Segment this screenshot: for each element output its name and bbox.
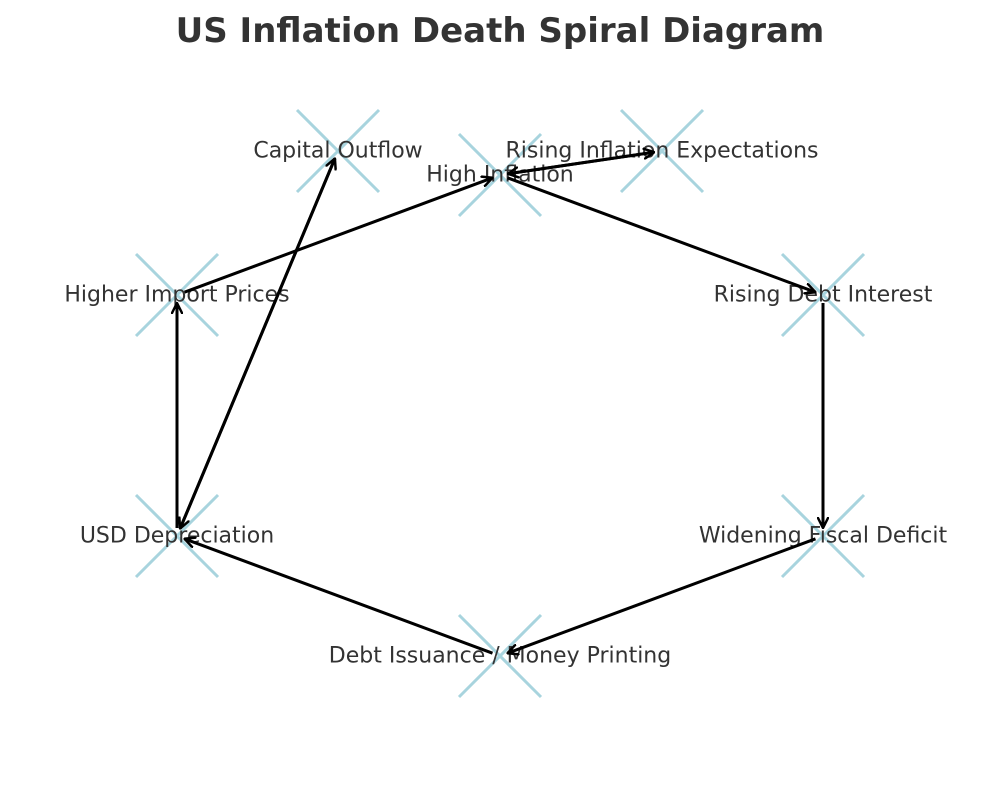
edge-widening-fiscal-deficit-to-debt-issuance-money-printing bbox=[508, 537, 817, 653]
node-marker-higher-import-prices bbox=[134, 252, 220, 338]
edges bbox=[177, 152, 823, 653]
node-marker-capital-outflow bbox=[295, 108, 381, 194]
node-markers bbox=[134, 108, 866, 699]
edge-rising-inflation-expectations-to-high-inflation bbox=[508, 150, 655, 174]
node-label-rising-inflation-expectations: Rising Inflation Expectations bbox=[505, 139, 818, 164]
node-marker-debt-issuance-money-printing bbox=[457, 613, 543, 699]
diagram-title: US Inflation Death Spiral Diagram bbox=[176, 11, 825, 51]
edge-high-inflation-to-rising-debt-interest bbox=[506, 176, 816, 292]
node-marker-rising-debt-interest bbox=[780, 252, 866, 338]
edge-capital-outflow-to-usd-depreciation bbox=[180, 157, 337, 528]
node-marker-usd-depreciation bbox=[134, 493, 220, 579]
node-marker-rising-inflation-expectations bbox=[619, 108, 705, 194]
edge-higher-import-prices-to-high-inflation bbox=[183, 178, 493, 294]
node-label-capital-outflow: Capital Outflow bbox=[253, 139, 422, 164]
node-label-debt-issuance-money-printing: Debt Issuance / Money Printing bbox=[329, 644, 671, 669]
node-marker-widening-fiscal-deficit bbox=[780, 493, 866, 579]
node-marker-high-inflation bbox=[457, 132, 543, 218]
edge-debt-issuance-money-printing-to-usd-depreciation bbox=[185, 539, 494, 655]
